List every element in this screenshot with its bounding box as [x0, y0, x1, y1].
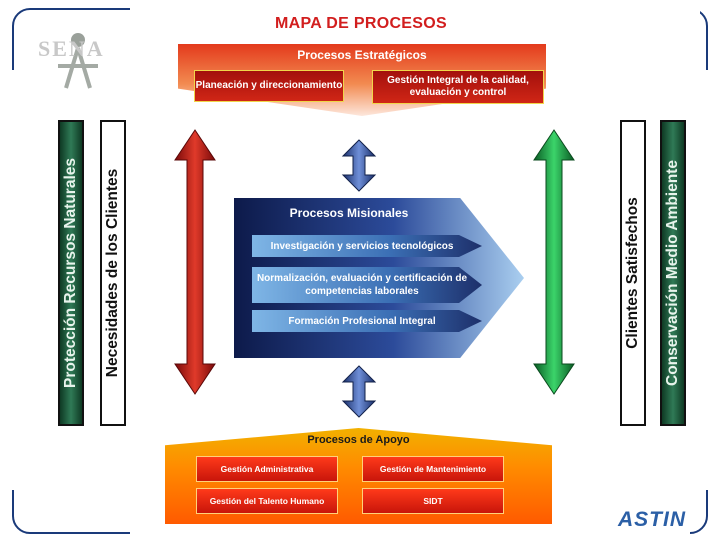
right-double-arrow-icon [533, 129, 575, 395]
estrategico-item: Gestión Integral de la calidad, evaluaci… [372, 70, 544, 104]
apoyo-title: Procesos de Apoyo [307, 434, 410, 446]
sena-logo-icon [58, 33, 98, 89]
apoyo-item: Gestión del Talento Humano [196, 488, 338, 514]
sena-logo: SENA [32, 26, 128, 96]
apoyo-item: Gestión Administrativa [196, 456, 338, 482]
left-double-arrow-icon [174, 129, 216, 395]
apoyo-item: Gestión de Mantenimiento [362, 456, 504, 482]
top-center-double-arrow-icon [341, 139, 377, 192]
estrategicos-title: Procesos Estratégicos [297, 48, 427, 62]
misional-item: Formación Profesional Integral [252, 310, 482, 332]
bottom-center-double-arrow-icon [341, 365, 377, 418]
astin-logo: ASTIN [618, 508, 686, 531]
left-label-outer: Protección Recursos Naturales [58, 120, 84, 426]
left-label-inner: Necesidades de los Clientes [100, 120, 126, 426]
logo-text: SENA [38, 36, 105, 61]
diagram-title: MAPA DE PROCESOS [275, 15, 447, 32]
estrategico-item: Planeación y direccionamiento [194, 70, 344, 102]
right-label-inner: Clientes Satisfechos [620, 120, 646, 426]
misional-item: Normalización, evaluación y certificació… [252, 267, 482, 303]
right-label-outer: Conservación Medio Ambiente [660, 120, 686, 426]
apoyo-item: SIDT [362, 488, 504, 514]
misional-item: Investigación y servicios tecnológicos [252, 235, 482, 257]
misionales-title: Procesos Misionales [289, 206, 409, 220]
